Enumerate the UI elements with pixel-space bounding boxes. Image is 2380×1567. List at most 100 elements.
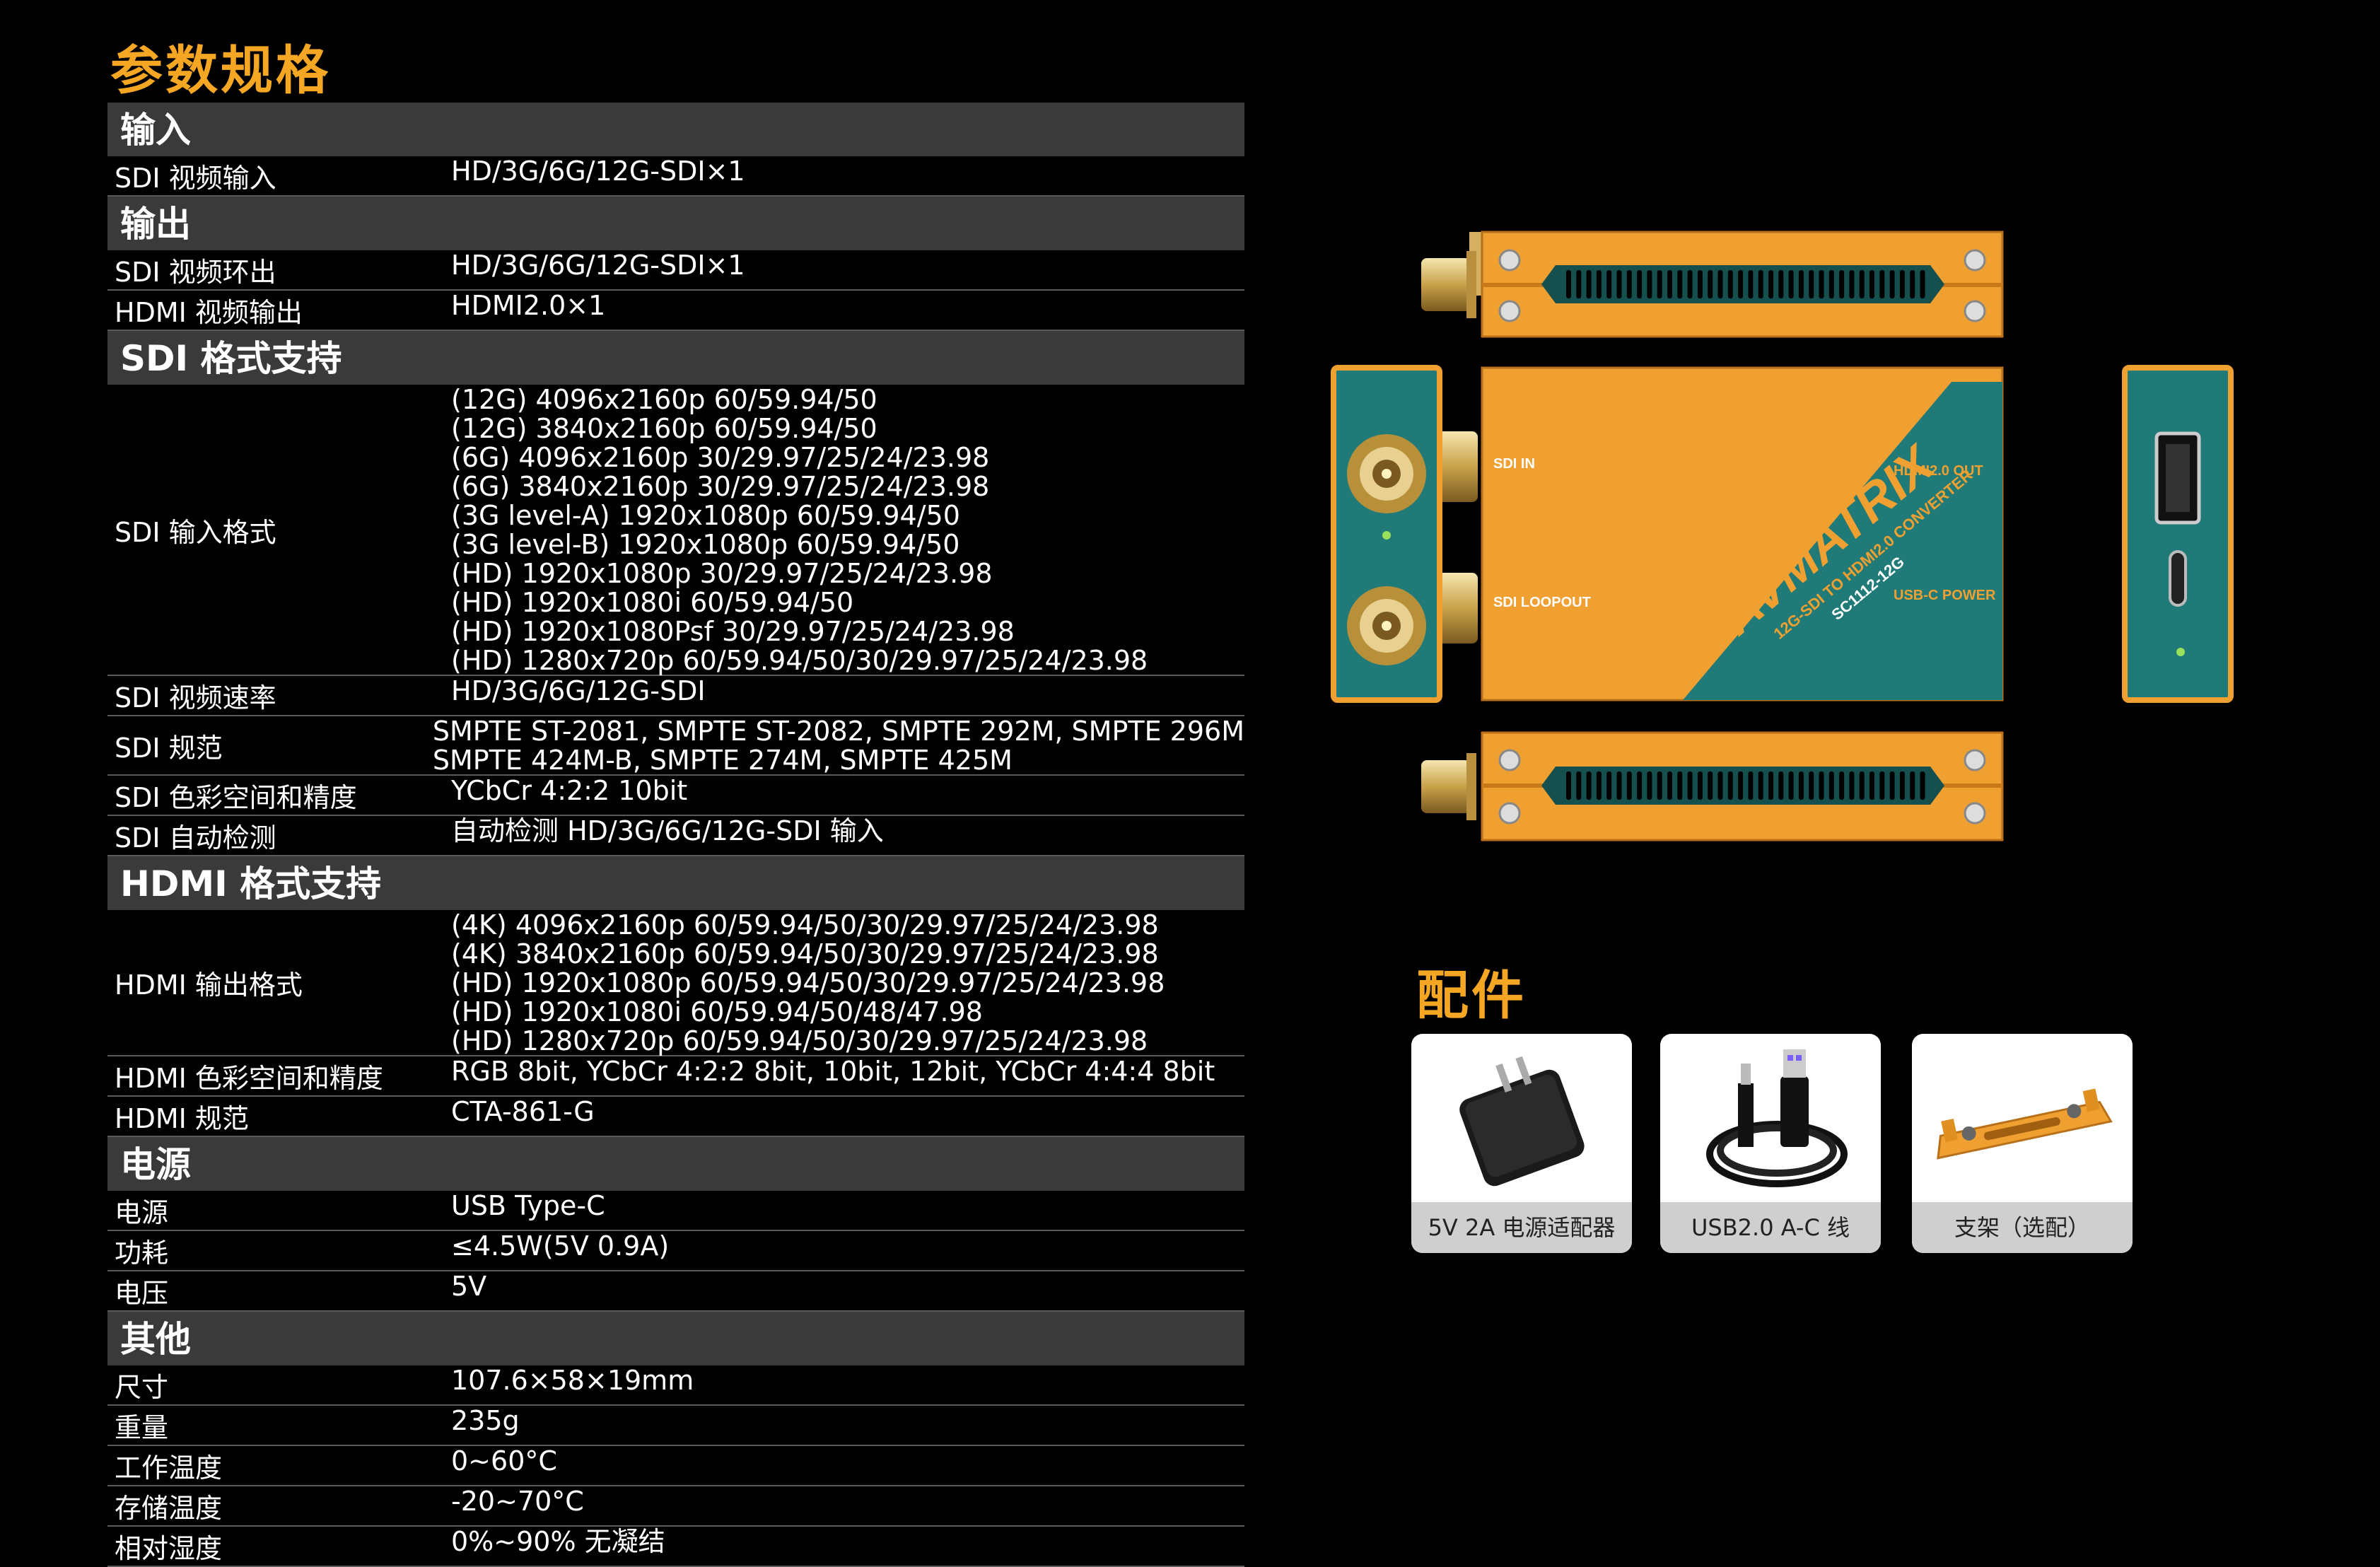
vent-slot	[1708, 270, 1713, 298]
vent-slot	[1647, 270, 1652, 298]
vent-slot	[1657, 771, 1662, 800]
vent-slot	[1697, 270, 1703, 298]
spec-values: RGB 8bit, YCbCr 4:2:2 8bit, 10bit, 12bit…	[451, 1056, 1244, 1095]
spec-value: (6G) 3840x2160p 30/29.97/25/24/23.98	[451, 471, 990, 502]
spec-values: HD/3G/6G/12G-SDI×1	[451, 156, 1244, 195]
spec-value: ≤4.5W(5V 0.9A)	[451, 1230, 670, 1262]
spec-row: HDMI 视频输出 HDMI2.0×1	[107, 291, 1244, 331]
page-title: 参数规格	[110, 40, 331, 101]
spec-label: HDMI 视频输出	[115, 297, 303, 328]
vent-slot	[1778, 771, 1784, 800]
section-header: 电源	[107, 1137, 1244, 1191]
vent-slot	[1708, 771, 1713, 800]
spec-value: (HD) 1280x720p 60/59.94/50/30/29.97/25/2…	[451, 1025, 1148, 1056]
mounting-bracket-icon	[1937, 1088, 2113, 1160]
spec-label: HDMI 输出格式	[115, 969, 303, 1001]
spec-value: YCbCr 4:2:2 10bit	[451, 775, 688, 806]
spec-value: 0~60°C	[451, 1445, 557, 1476]
vent-slot	[1849, 270, 1855, 298]
spec-value: (3G level-A) 1920x1080p 60/59.94/50	[451, 500, 960, 531]
vent-slot	[1637, 270, 1643, 298]
vent-slot	[1677, 771, 1683, 800]
vent-slot	[1606, 270, 1612, 298]
vent-slot	[1717, 270, 1723, 298]
spec-value: 自动检测 HD/3G/6G/12G-SDI 输入	[451, 815, 884, 846]
vent-slot	[1809, 270, 1814, 298]
vent-slot	[1748, 771, 1754, 800]
spec-row: 相对湿度 0%~90% 无凝结	[107, 1527, 1244, 1567]
vent-slot	[1768, 270, 1773, 298]
spec-label: SDI 规范	[115, 732, 223, 764]
accessory-card-bracket: 支架（选配）	[1912, 1034, 2133, 1253]
spec-value: -20~70°C	[451, 1486, 584, 1517]
spec-label: HDMI 规范	[115, 1103, 249, 1134]
vent-slot	[1727, 270, 1733, 298]
spec-label: 工作温度	[115, 1452, 223, 1484]
spec-values: YCbCr 4:2:2 10bit	[451, 776, 1244, 815]
vent-slot	[1879, 771, 1885, 800]
spec-values: 235g	[451, 1406, 1244, 1445]
spec-value: HD/3G/6G/12G-SDI	[451, 675, 706, 706]
spec-values: 0~60°C	[451, 1446, 1244, 1485]
spec-value: USB Type-C	[451, 1190, 605, 1221]
spec-label: 相对湿度	[115, 1533, 223, 1564]
bottom-side-view	[1421, 731, 2004, 841]
spec-values: 0%~90% 无凝结	[451, 1527, 1244, 1566]
vent-slot	[1798, 270, 1804, 298]
vent-slot	[1667, 771, 1672, 800]
spec-values: -20~70°C	[451, 1486, 1244, 1525]
spec-value: (4K) 4096x2160p 60/59.94/50/30/29.97/25/…	[451, 909, 1159, 940]
spec-value: (HD) 1920x1080p 30/29.97/25/24/23.98	[451, 558, 993, 589]
spec-row: SDI 视频速率 HD/3G/6G/12G-SDI	[107, 676, 1244, 716]
vent-slot	[1920, 270, 1925, 298]
spec-value: RGB 8bit, YCbCr 4:2:2 8bit, 10bit, 12bit…	[451, 1056, 1215, 1087]
spec-value: HD/3G/6G/12G-SDI×1	[451, 156, 745, 187]
vent-slot	[1828, 270, 1834, 298]
hdmi-out-label: HDMI2.0 OUT	[1894, 463, 1983, 479]
vent-slot	[1758, 270, 1763, 298]
spec-label: 重量	[115, 1412, 169, 1443]
vent-slot	[1727, 771, 1733, 800]
accessory-card-usb-cable: USB2.0 A-C 线	[1660, 1034, 1881, 1253]
spec-label: 尺寸	[115, 1372, 169, 1403]
spec-value: (12G) 3840x2160p 60/59.94/50	[451, 413, 877, 444]
vent-slot	[1748, 270, 1754, 298]
usbc-power-label: USB-C POWER	[1894, 588, 1996, 603]
vent-slot	[1687, 771, 1693, 800]
spec-row: 功耗≤4.5W(5V 0.9A)	[107, 1231, 1244, 1271]
vent-slot	[1606, 771, 1612, 800]
spec-label: SDI 自动检测	[115, 822, 276, 854]
spec-value: (HD) 1920x1080i 60/59.94/50	[451, 587, 854, 618]
sdi-in-label: SDI IN	[1493, 456, 1535, 472]
vent-slot	[1576, 270, 1582, 298]
spec-values: ≤4.5W(5V 0.9A)	[451, 1231, 1244, 1270]
spec-value: 5V	[451, 1271, 487, 1302]
vent-slot	[1586, 771, 1592, 800]
spec-values: (4K) 4096x2160p 60/59.94/50/30/29.97/25/…	[451, 909, 1244, 1056]
spec-label: SDI 视频速率	[115, 682, 276, 713]
section-header: HDMI 格式支持	[107, 856, 1244, 910]
sdi-loopout-label: SDI LOOPOUT	[1493, 595, 1591, 610]
vent-slot	[1828, 771, 1834, 800]
spec-value: SMPTE 424M-B, SMPTE 274M, SMPTE 425M	[432, 745, 1013, 776]
accessory-label: 支架（选配）	[1912, 1202, 2133, 1253]
spec-row: HDMI 输出格式 (4K) 4096x2160p 60/59.94/50/30/…	[107, 910, 1244, 1056]
vent-slot	[1819, 270, 1824, 298]
spec-values: 自动检测 HD/3G/6G/12G-SDI 输入	[451, 816, 1244, 855]
accessory-label: 5V 2A 电源适配器	[1411, 1202, 1632, 1253]
spec-value: HDMI2.0×1	[451, 290, 606, 321]
vent-slot	[1879, 270, 1885, 298]
vent-slot	[1809, 771, 1814, 800]
accessory-card-power-adapter: 5V 2A 电源适配器	[1411, 1034, 1632, 1253]
vent-slot	[1566, 270, 1571, 298]
spec-label: 电源	[115, 1197, 169, 1228]
vent-slot	[1596, 270, 1602, 298]
vent-slot	[1910, 270, 1915, 298]
vent-slot	[1687, 270, 1693, 298]
spec-value: (12G) 4096x2160p 60/59.94/50	[451, 384, 877, 415]
